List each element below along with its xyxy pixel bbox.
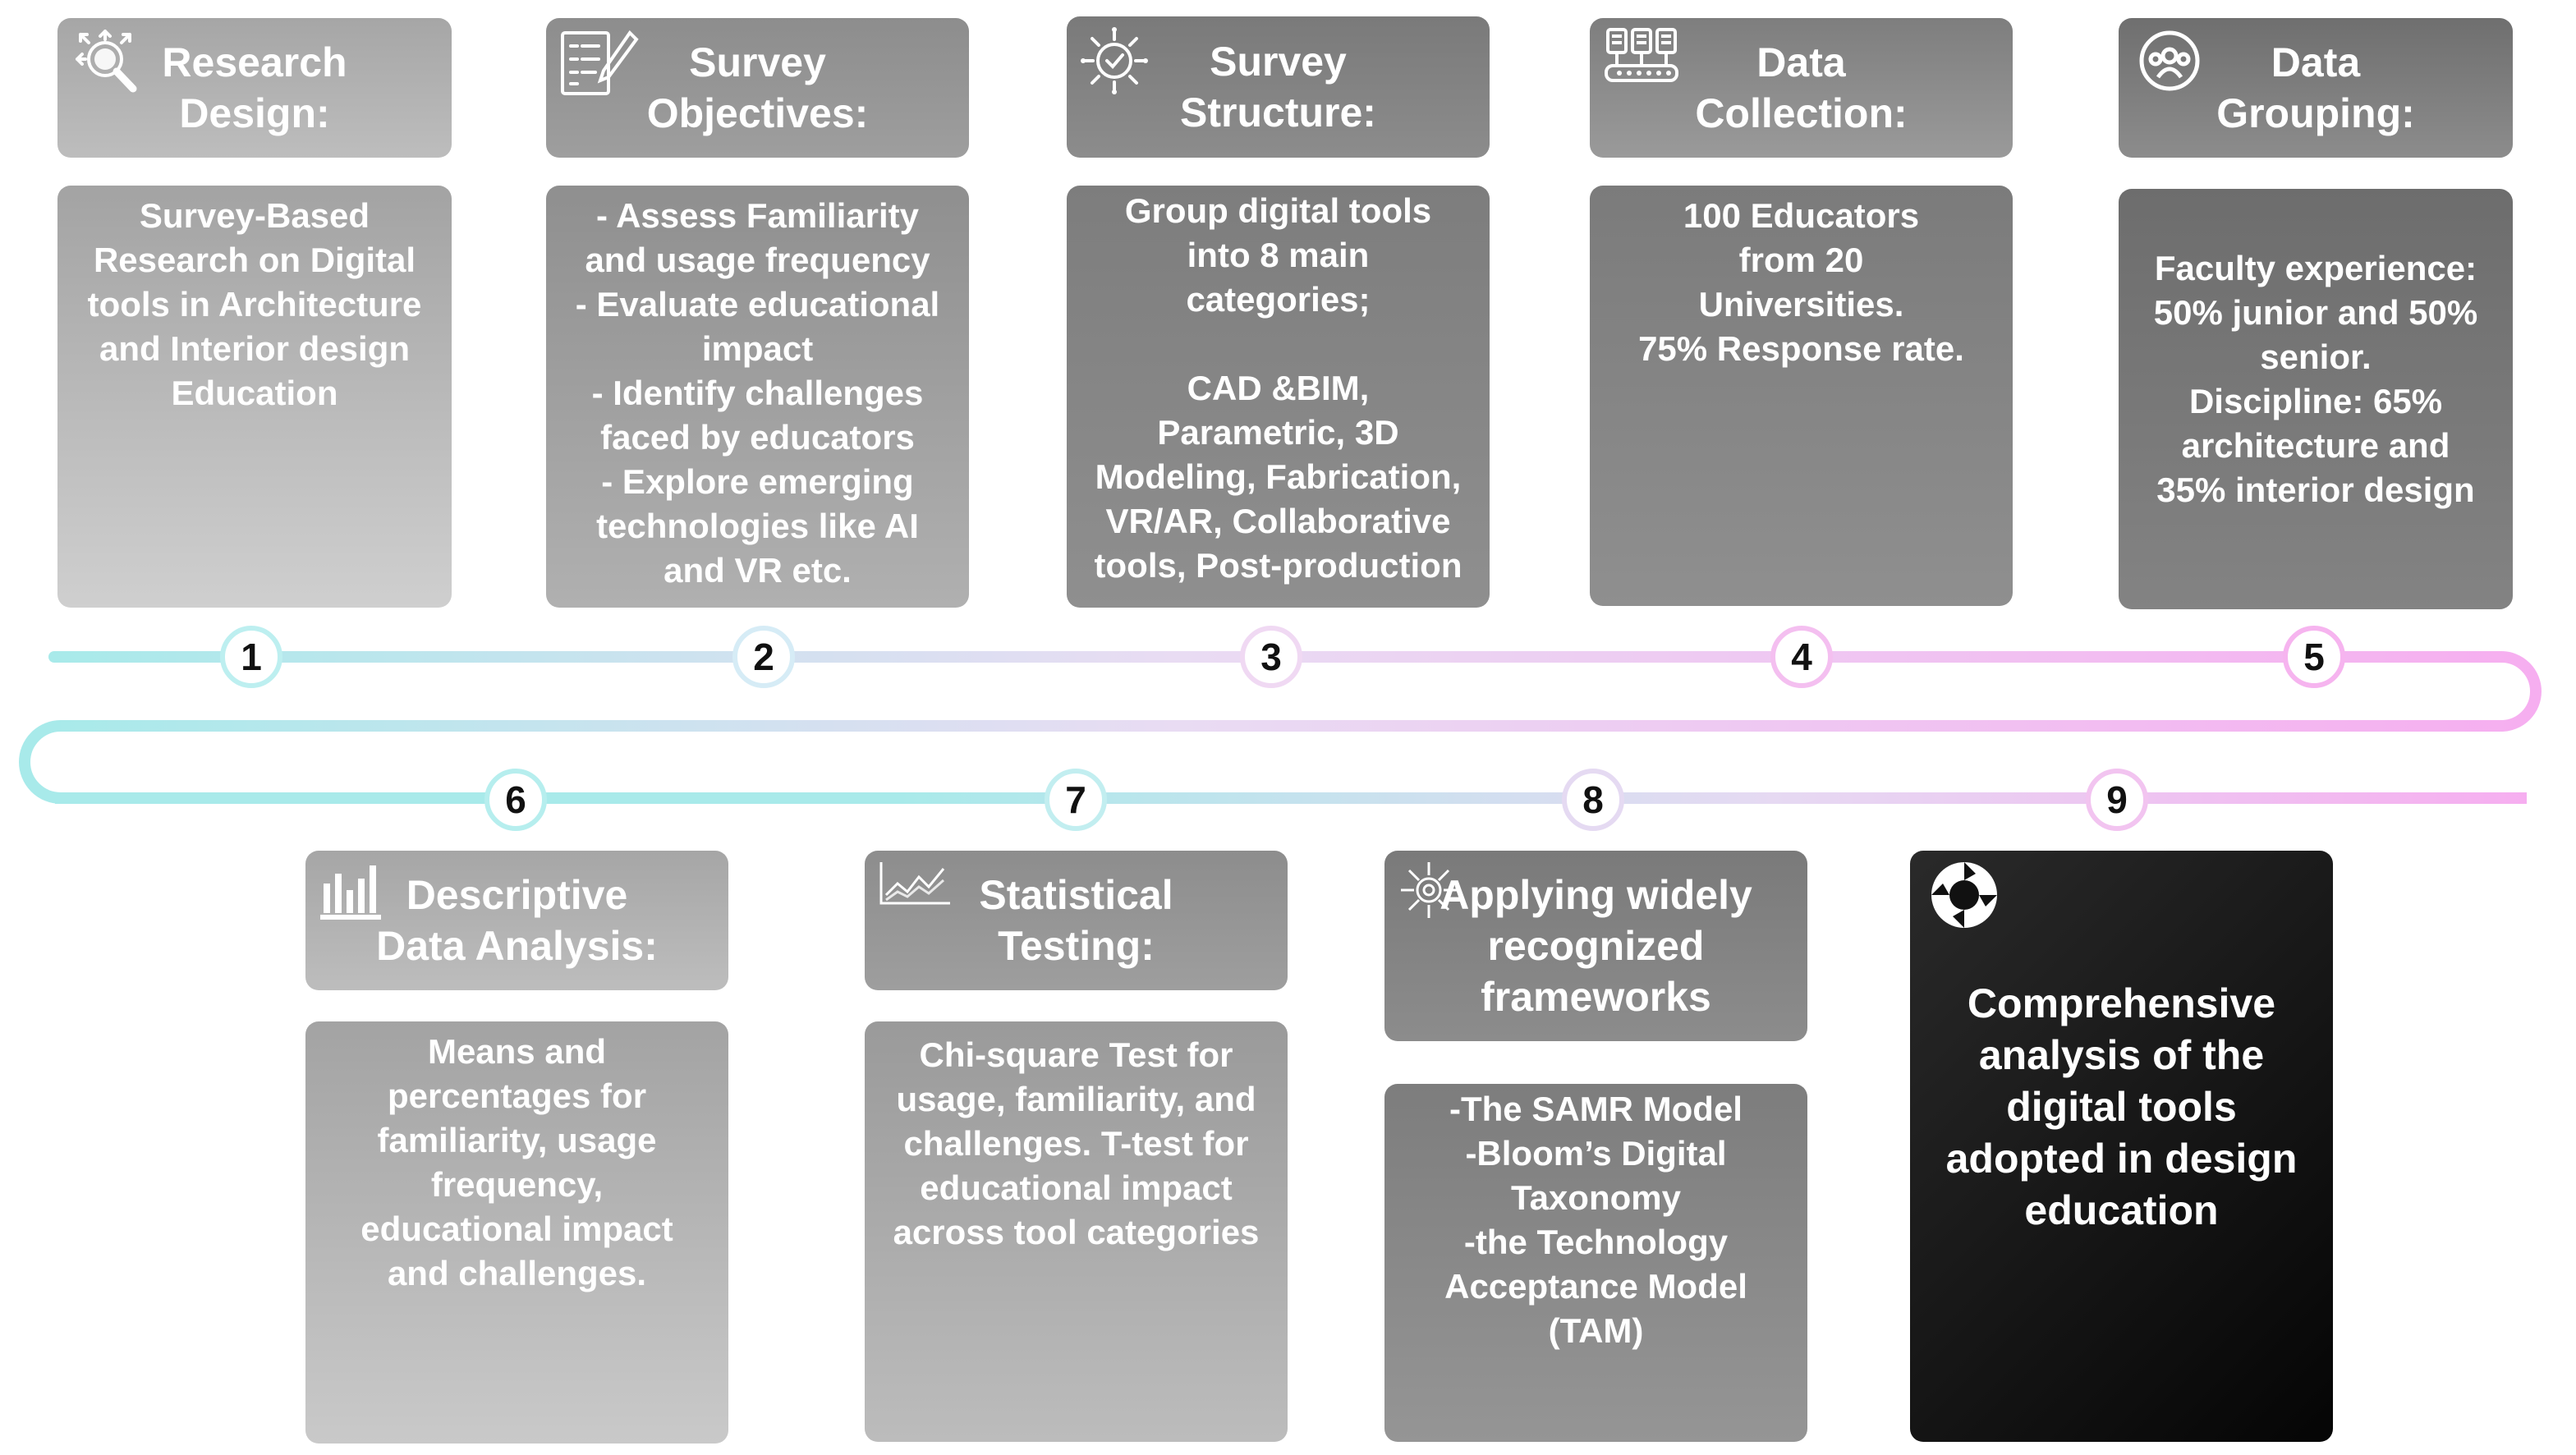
step-3-title: Survey Structure:: [1180, 39, 1376, 135]
step-node-5: 5: [2283, 626, 2345, 688]
step-5-header: Data Grouping:: [2119, 18, 2513, 158]
step-5-title: Data Grouping:: [2216, 39, 2415, 136]
step-4-body: 100 Educators from 20 Universities. 75% …: [1590, 186, 2013, 606]
step-2-header: Survey Objectives:: [546, 18, 969, 158]
step-1-title: Research Design:: [162, 39, 347, 136]
track-left-bend: [19, 720, 62, 804]
step-2-body: - Assess Familiarity and usage frequency…: [546, 186, 969, 608]
step-8-header: Applying widely recognized frameworks: [1384, 851, 1807, 1041]
step-9-final-card: Comprehensive analysis of the digital to…: [1910, 851, 2333, 1442]
step-5-body: Faculty experience: 50% junior and 50% s…: [2119, 189, 2513, 609]
track-top-line: [48, 651, 2542, 732]
step-3-header: Survey Structure:: [1067, 16, 1490, 158]
step-node-2: 2: [732, 626, 795, 688]
step-8-title: Applying widely recognized frameworks: [1440, 872, 1752, 1020]
step-9-text: Comprehensive analysis of the digital to…: [1945, 980, 2298, 1233]
step-node-3: 3: [1240, 626, 1302, 688]
step-1-body: Survey-Based Research on Digital tools i…: [57, 186, 452, 608]
step-node-8: 8: [1562, 769, 1624, 831]
step-6-title: Descriptive Data Analysis:: [376, 872, 658, 969]
step-node-6: 6: [484, 769, 547, 831]
step-1-header: Research Design:: [57, 18, 452, 158]
research-magnifier-icon: [76, 30, 137, 93]
step-node-4: 4: [1770, 626, 1833, 688]
step-4-header: Data Collection:: [1590, 18, 2013, 158]
step-4-title: Data Collection:: [1695, 39, 1908, 136]
step-2-title: Survey Objectives:: [646, 39, 869, 136]
line-chart-icon: [879, 862, 950, 905]
step-7-header: Statistical Testing:: [865, 851, 1288, 990]
step-node-7: 7: [1045, 769, 1107, 831]
gear-circuit-icon: [1401, 862, 1457, 918]
step-6-header: Descriptive Data Analysis:: [305, 851, 728, 990]
step-6-body: Means and percentages for familiarity, u…: [305, 1021, 728, 1444]
step-3-body: Group digital tools into 8 main categori…: [1067, 186, 1490, 608]
step-node-1: 1: [220, 626, 282, 688]
bar-chart-icon: [320, 865, 381, 920]
cycle-arrows-icon: [1931, 862, 1997, 928]
gear-check-icon: [1081, 27, 1148, 94]
step-node-9: 9: [2086, 769, 2148, 831]
step-7-title: Statistical Testing:: [979, 872, 1173, 969]
checklist-pen-icon: [561, 30, 639, 95]
step-8-body: -The SAMR Model -Bloom’s Digital Taxonom…: [1384, 1084, 1807, 1442]
server-data-icon: [1605, 28, 1678, 82]
group-people-icon: [2139, 30, 2200, 91]
step-7-body: Chi-square Test for usage, familiarity, …: [865, 1021, 1288, 1442]
